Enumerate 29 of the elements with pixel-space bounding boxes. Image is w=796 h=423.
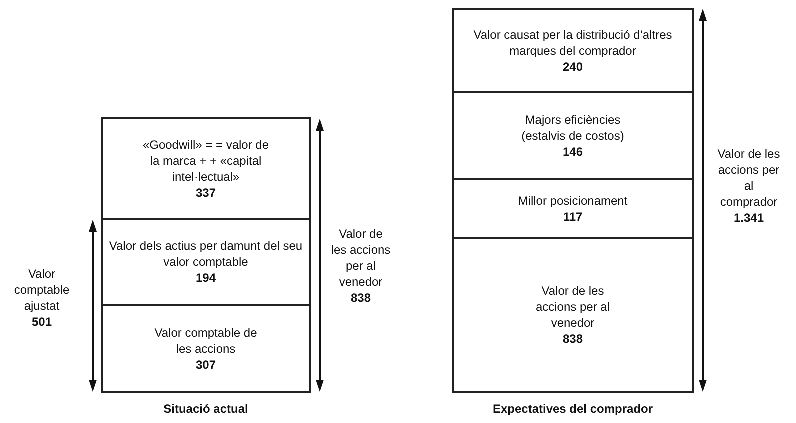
value-block — [101, 304, 311, 393]
dimension-value: 838 — [350, 290, 372, 306]
block-label: Valor de les accions per al venedor — [536, 283, 610, 331]
block-value: 117 — [563, 208, 583, 224]
value-block — [452, 237, 694, 393]
value-block — [452, 178, 694, 239]
dimension-value: 1.341 — [732, 210, 766, 226]
block-label: Majors eficiències (estalvis de costos) — [520, 112, 626, 144]
value-block — [452, 91, 694, 180]
caption: Expectatives del comprador — [492, 401, 654, 417]
value-block — [101, 218, 311, 306]
block-label: Valor comptable de les accions — [154, 324, 258, 356]
block-value: 307 — [196, 356, 216, 372]
block-label: Valor dels actius per damunt del seu valor comptable — [108, 238, 304, 270]
dimension-value: 501 — [30, 314, 54, 330]
dimension-label: Valor de les accions per al venedor — [330, 226, 392, 290]
dimension-label: Valor de les accions per al comprador — [716, 146, 782, 210]
block-value: 337 — [196, 184, 216, 200]
block-value: 146 — [562, 144, 584, 160]
block-label: Millor posicionament — [518, 192, 628, 208]
caption: Situació actual — [162, 401, 250, 417]
value-block — [452, 8, 694, 93]
block-value: 838 — [562, 331, 584, 347]
block-label: Valor causat per la distribució d’altres marques del comprador — [472, 26, 674, 58]
dimension-label: Valor comptable ajustat — [13, 266, 71, 314]
block-label: «Goodwill» = = valor de la marca + + «capital intel·lectual» — [142, 136, 270, 184]
block-value: 240 — [562, 58, 584, 74]
block-value: 194 — [196, 270, 216, 286]
value-block — [101, 117, 311, 220]
